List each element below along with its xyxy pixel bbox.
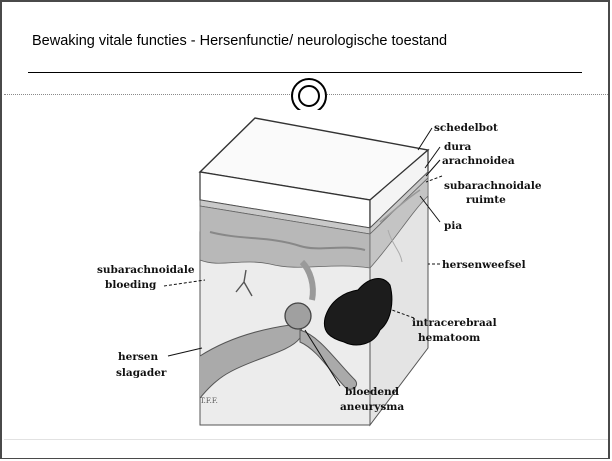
label-subarachnoidale-ruimte-line1: subarachnoidale (444, 180, 542, 192)
label-schedelbot: schedelbot (434, 122, 498, 134)
label-dura: dura (444, 141, 472, 153)
label-intracerebraal-hematoom-line1: intracerebraal (412, 317, 497, 329)
aneurysm (285, 303, 311, 329)
label-hersen-slagader-line1: hersen (118, 351, 158, 363)
label-pia: pia (444, 220, 462, 232)
label-subarachnoidale-bloeding-line2: bloeding (105, 279, 157, 291)
label-subarachnoidale-bloeding-line1: subarachnoidale (97, 264, 195, 276)
label-intracerebraal-hematoom-line2: hematoom (418, 332, 480, 344)
label-bloedend-aneurysma-line2: aneurysma (340, 401, 404, 413)
label-hersenweefsel: hersenweefsel (442, 259, 526, 271)
label-arachnoidea: arachnoidea (442, 155, 515, 167)
label-hersen-slagader-line2: slagader (116, 367, 167, 379)
label-subarachnoidale-ruimte-line2: ruimte (466, 194, 506, 206)
label-bloedend-aneurysma-line1: bloedend (345, 386, 400, 398)
artist-signature: T.F.F. (200, 397, 218, 405)
